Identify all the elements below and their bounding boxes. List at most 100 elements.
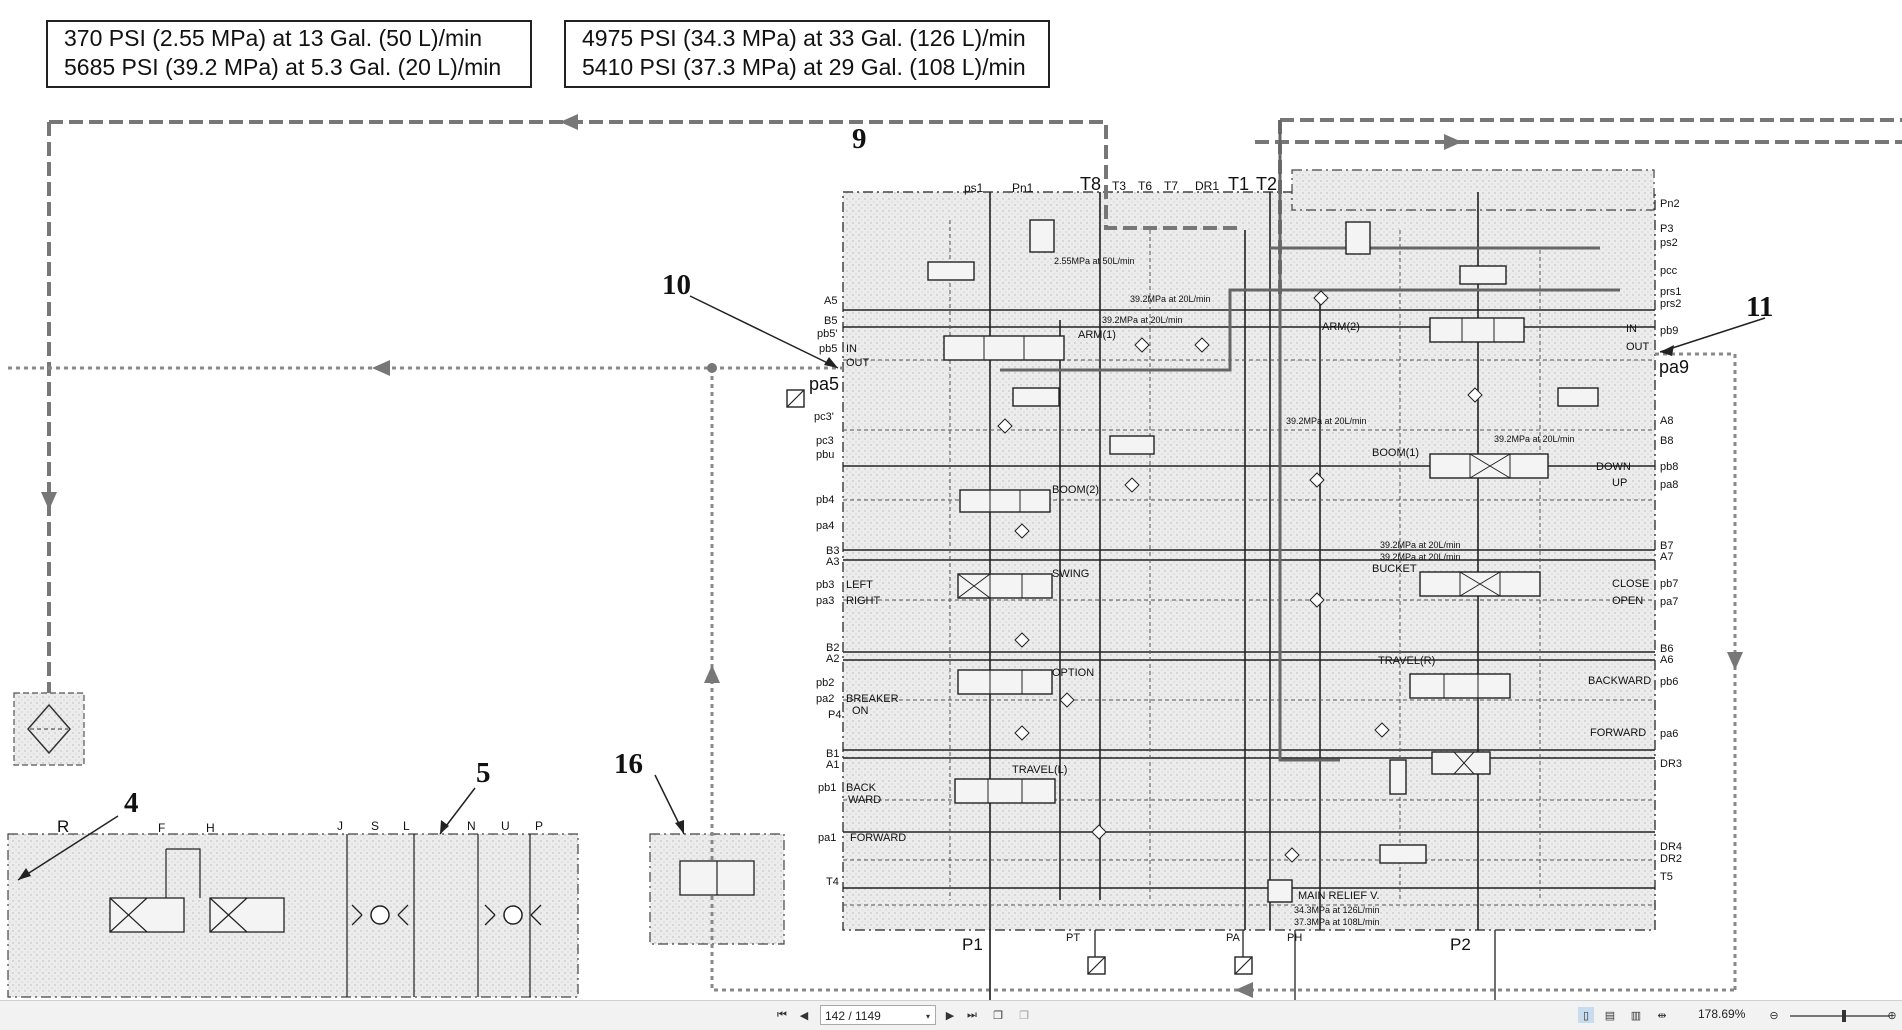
copy-icon[interactable]: ❐ [993,1009,1003,1022]
label-boom2: BOOM(2) [1052,484,1099,496]
port-pb1: pb1 [818,782,836,794]
label-swing: SWING [1052,568,1089,580]
port-f: F [158,821,165,835]
label-forward-left: FORWARD [850,832,906,844]
port-p4: P4 [828,709,841,721]
drain-line-16 [710,368,1735,992]
spec-line: 370 PSI (2.55 MPa) at 13 Gal. (50 L)/min [64,25,483,51]
port-a3: A3 [826,556,839,568]
spec-small: 39.2MPa at 20L/min [1380,552,1461,562]
spec-small: 34.3MPa at 126L/min [1294,905,1380,915]
label-back: BACK [846,782,877,794]
port-p3: P3 [1660,223,1673,235]
label-right: RIGHT [846,595,881,607]
port-pa2: pa2 [816,693,834,705]
spec-small: 2.55MPa at 50L/min [1054,256,1135,266]
port-t2: T2 [1256,174,1277,194]
prev-page-icon[interactable]: ◀ [799,1009,809,1022]
label-down: DOWN [1596,461,1631,473]
solenoid-dr4 [1379,844,1427,864]
zoom-slider-thumb[interactable] [1842,1010,1846,1022]
filter-box [13,692,85,766]
continuous-view-icon[interactable]: ▤ [1604,1009,1616,1022]
port-pb9: pb9 [1660,325,1678,337]
port-in-left: IN [846,343,857,355]
boom1-spool [1429,453,1549,479]
port-a2: A2 [826,653,839,665]
hydraulic-schematic: 9 10 11 5 4 16 ps1 Pn1 T8 T3 T6 T7 DR1 T… [7,114,1902,1000]
port-s: S [371,819,379,833]
last-page-icon[interactable]: ⏭ [967,1008,977,1021]
port-ps1: ps1 [964,181,984,195]
zoom-out-icon[interactable]: ⊖ [1769,1009,1779,1022]
filter-icon [27,703,71,755]
port-b5: B5 [824,315,837,327]
boom2-spool [959,489,1051,513]
port-dr3: DR3 [1660,758,1682,770]
zoom-in-icon[interactable]: ⊕ [1887,1009,1897,1022]
travel-l-spool [954,778,1056,804]
copy-page-icon[interactable]: ❐ [1019,1009,1029,1022]
port-p: P [535,819,543,833]
port-ps2: ps2 [1660,237,1678,249]
label-close: CLOSE [1612,578,1649,590]
arm2-aux-spool [1557,387,1599,407]
port-t5: T5 [1660,871,1673,883]
spec-small: 39.2MPa at 20L/min [1130,294,1211,304]
port-b6: B6 [1660,643,1673,655]
swing-motor-valve [109,897,185,933]
port-pt: PT [1066,932,1080,944]
port-pb3: pb3 [816,579,834,591]
relief-valve-right [1345,221,1371,255]
relief-valve-left [1029,219,1055,253]
port-pb2: pb2 [816,677,834,689]
port-pcc: pcc [1660,265,1678,277]
port-t4: T4 [826,876,839,888]
spec-small: 39.2MPa at 20L/min [1286,416,1367,426]
port-pb4: pb4 [816,494,834,506]
spec-line: 5685 PSI (39.2 MPa) at 5.3 Gal. (20 L)/m… [64,54,502,80]
port-pa: PA [1226,932,1241,944]
label-left: LEFT [846,579,873,591]
port-pa5: pa5 [809,374,839,394]
port-t8: T8 [1080,174,1101,194]
port-r: R [57,817,69,836]
arm-extra-spool [1012,387,1060,407]
swing-travel-block [7,833,579,998]
spec-small: 37.3MPa at 108L/min [1294,917,1380,927]
spec-box-main: 4975 PSI (34.3 MPa) at 33 Gal. (126 L)/m… [564,20,1050,88]
port-pn1: Pn1 [1012,181,1034,195]
port-out-left: OUT [846,357,870,369]
swing-spool [957,573,1053,599]
page-dropdown-icon[interactable]: ▾ [925,1011,930,1021]
label-breaker: BREAKER [846,693,899,705]
fit-width-icon[interactable]: ⇹ [1657,1009,1667,1022]
solenoid-pcc [1459,265,1507,285]
port-pb5p: pb5' [817,328,837,340]
next-page-icon[interactable]: ▶ [945,1009,955,1022]
zoom-slider[interactable] [1790,1010,1890,1022]
port-pa6: pa6 [1660,728,1678,740]
port-b2: B2 [826,642,839,654]
callout-16: 16 [614,748,643,780]
port-pb7: pb7 [1660,578,1678,590]
label-arm2: ARM(2) [1322,321,1360,333]
spec-small: 39.2MPa at 20L/min [1102,315,1183,325]
label-ward: WARD [848,794,881,806]
port-h: H [206,821,215,835]
port-pb5: pb5 [819,343,837,355]
travel-r-spool [1409,673,1511,699]
page-number-input[interactable]: 142 / 1149 [820,1005,936,1025]
port-pa9: pa9 [1659,357,1689,377]
port-a5: A5 [824,295,837,307]
label-option: OPTION [1052,667,1094,679]
port-a6: A6 [1660,654,1673,666]
port-dr4: DR4 [1660,841,1682,853]
pilot-valve-16-body [649,833,785,945]
solenoid-dr3 [1431,751,1491,775]
single-page-view-icon[interactable]: ▯ [1578,1007,1594,1023]
facing-view-icon[interactable]: ▥ [1630,1009,1642,1022]
callout-4: 4 [124,787,139,819]
first-page-icon[interactable]: ⏮ [777,1008,787,1021]
label-in-right: IN [1626,323,1637,335]
